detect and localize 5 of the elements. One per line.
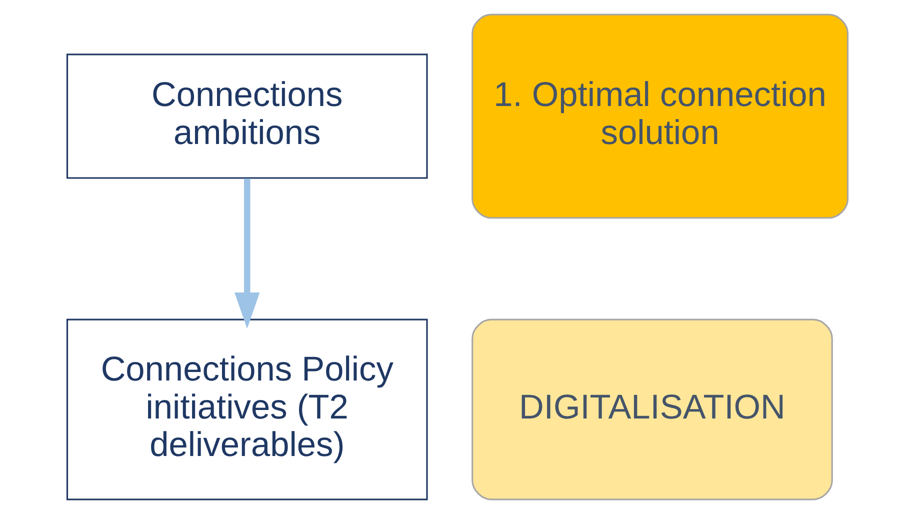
node-box: DIGITALISATION	[472, 318, 833, 500]
node-box: Connections Policy initiatives (T2 deliverables)	[66, 318, 428, 500]
node-box: Connections ambitions	[66, 54, 428, 179]
node-box: 1. Optimal connection solution	[472, 14, 849, 219]
arrow	[234, 178, 260, 329]
